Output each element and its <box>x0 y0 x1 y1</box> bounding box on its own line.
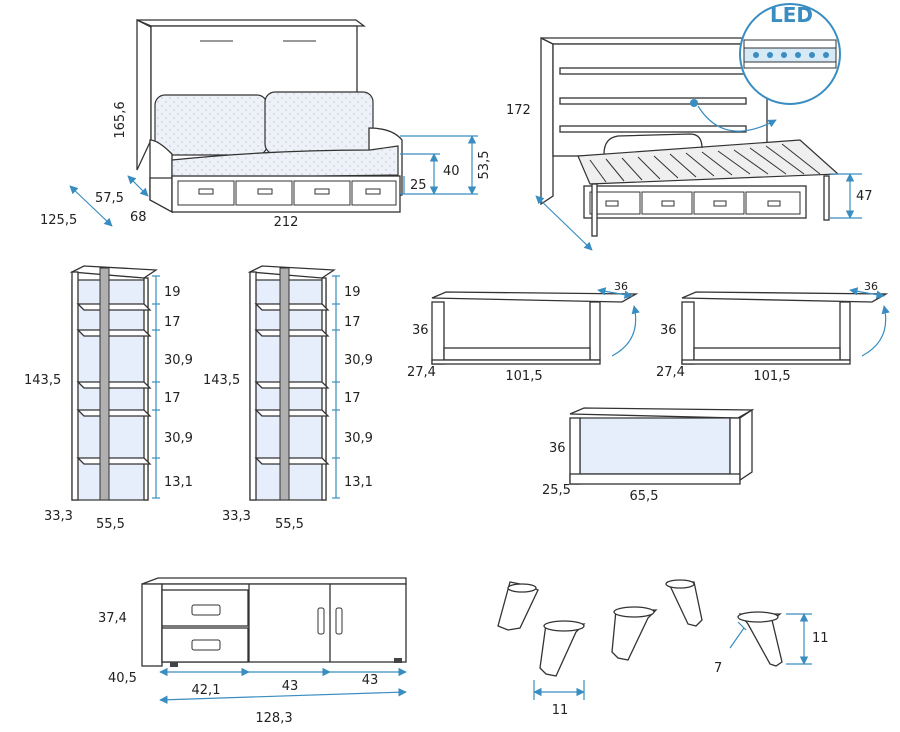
bed-open-height-label: 172 <box>506 103 531 118</box>
sideboard-total-label: 128,3 <box>255 711 292 726</box>
legs-angle-label: 7 <box>714 661 722 676</box>
wall-box-drawing <box>569 407 755 485</box>
shelf-left-height-label: 143,5 <box>24 373 61 388</box>
legs-height-label: 11 <box>812 631 829 646</box>
shelf-left-width-label: 55,5 <box>96 517 125 532</box>
shelf-right-gap-1: 19 <box>344 285 361 300</box>
bed-sofa-h53-label: 53,5 <box>477 151 492 180</box>
sideboard-w2-label: 43 <box>282 679 299 694</box>
shelf-right-gap-2: 17 <box>344 315 361 330</box>
bed-sofa-drawing <box>69 18 478 227</box>
wall-shelf-a-depth-label: 27,4 <box>407 365 436 380</box>
sideboard-w3-label: 43 <box>362 673 379 688</box>
shelf-left-gap-2: 17 <box>164 315 181 330</box>
wall-shelf-b-top-label: 36 <box>864 280 878 293</box>
wall-shelf-a-drawing <box>431 287 640 365</box>
bed-sofa-depth-3-label: 125,5 <box>40 213 77 228</box>
bed-open-leg-label: 47 <box>856 189 873 204</box>
shelf-right-gap-3: 30,9 <box>344 353 373 368</box>
shelf-left-depth-label: 33,3 <box>44 509 73 524</box>
sideboard-drawing <box>141 577 407 704</box>
shelf-left-gap-4: 17 <box>164 391 181 406</box>
shelf-right-gap-4: 17 <box>344 391 361 406</box>
legs-drawing <box>497 579 812 700</box>
wall-shelf-b-depth-label: 27,4 <box>656 365 685 380</box>
bed-sofa-width-label: 212 <box>274 215 299 230</box>
bed-open-drawing <box>535 3 862 251</box>
bed-sofa-h40-label: 40 <box>443 164 460 179</box>
wall-shelf-b-drawing <box>681 287 890 365</box>
sideboard-height-label: 37,4 <box>98 611 127 626</box>
wall-box-depth-label: 25,5 <box>542 483 571 498</box>
shelf-right-drawing <box>247 265 340 501</box>
shelf-left-gap-1: 19 <box>164 285 181 300</box>
wall-shelf-a-height-label: 36 <box>412 323 429 338</box>
shelf-right-depth-label: 33,3 <box>222 509 251 524</box>
shelf-left-gap-3: 30,9 <box>164 353 193 368</box>
shelf-right-gap-6: 13,1 <box>344 475 373 490</box>
wall-shelf-a-width-label: 101,5 <box>505 369 542 384</box>
sideboard-w1-label: 42,1 <box>192 683 221 698</box>
wall-box-width-label: 65,5 <box>630 489 659 504</box>
shelf-left-drawing <box>69 265 160 501</box>
bed-sofa-depth-1-label: 57,5 <box>95 191 124 206</box>
shelf-left-gap-6: 13,1 <box>164 475 193 490</box>
led-label: LED <box>770 3 813 27</box>
shelf-right-width-label: 55,5 <box>275 517 304 532</box>
bed-sofa-h25-label: 25 <box>410 178 427 193</box>
bed-sofa-depth-2-label: 68 <box>130 210 147 225</box>
wall-box-height-label: 36 <box>549 441 566 456</box>
legs-width-label: 11 <box>552 703 569 718</box>
wall-shelf-b-width-label: 101,5 <box>753 369 790 384</box>
shelf-left-gap-5: 30,9 <box>164 431 193 446</box>
wall-shelf-a-top-label: 36 <box>614 280 628 293</box>
shelf-right-gap-5: 30,9 <box>344 431 373 446</box>
bed-sofa-height-label: 165,6 <box>113 101 128 138</box>
sideboard-depth-label: 40,5 <box>108 671 137 686</box>
wall-shelf-b-height-label: 36 <box>660 323 677 338</box>
shelf-right-height-label: 143,5 <box>203 373 240 388</box>
